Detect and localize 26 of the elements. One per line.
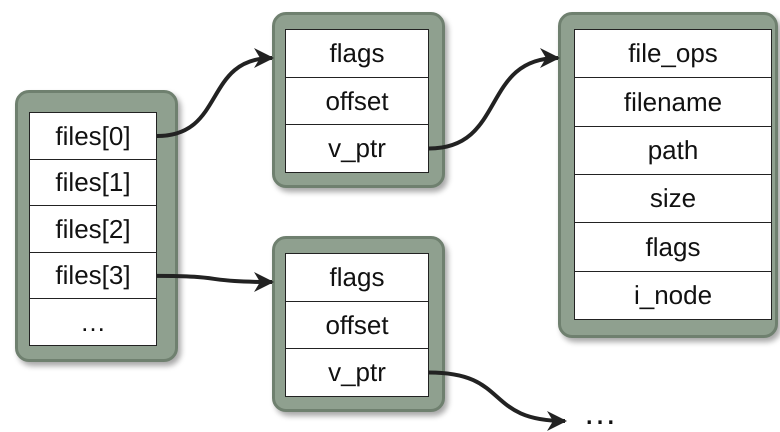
struct-panel <box>558 12 778 338</box>
arrow <box>156 50 274 138</box>
arrow <box>428 370 567 430</box>
record-field: file_ops <box>574 29 772 79</box>
struct-panel <box>15 90 178 362</box>
struct-panel <box>272 12 445 188</box>
record-field: offset <box>285 76 429 126</box>
record-field: v_ptr <box>285 348 429 397</box>
record-field: flags <box>285 29 429 78</box>
record-field: flags <box>574 222 772 272</box>
record-field: i_node <box>574 270 772 320</box>
struct-panel <box>272 236 445 412</box>
ellipsis-text: … <box>565 396 635 430</box>
record-field: files[1] <box>29 158 157 207</box>
record-field: path <box>574 126 772 176</box>
record-field: files[3] <box>29 252 157 300</box>
record-field: size <box>574 174 772 224</box>
record-field: … <box>29 298 157 346</box>
record-field: files[0] <box>29 112 157 160</box>
record-field: offset <box>285 300 429 350</box>
record-field: v_ptr <box>285 124 429 173</box>
arrow <box>428 50 560 150</box>
record-field: filename <box>574 77 772 128</box>
arrow <box>156 272 274 292</box>
record-field: files[2] <box>29 205 157 254</box>
record-field: flags <box>285 253 429 302</box>
